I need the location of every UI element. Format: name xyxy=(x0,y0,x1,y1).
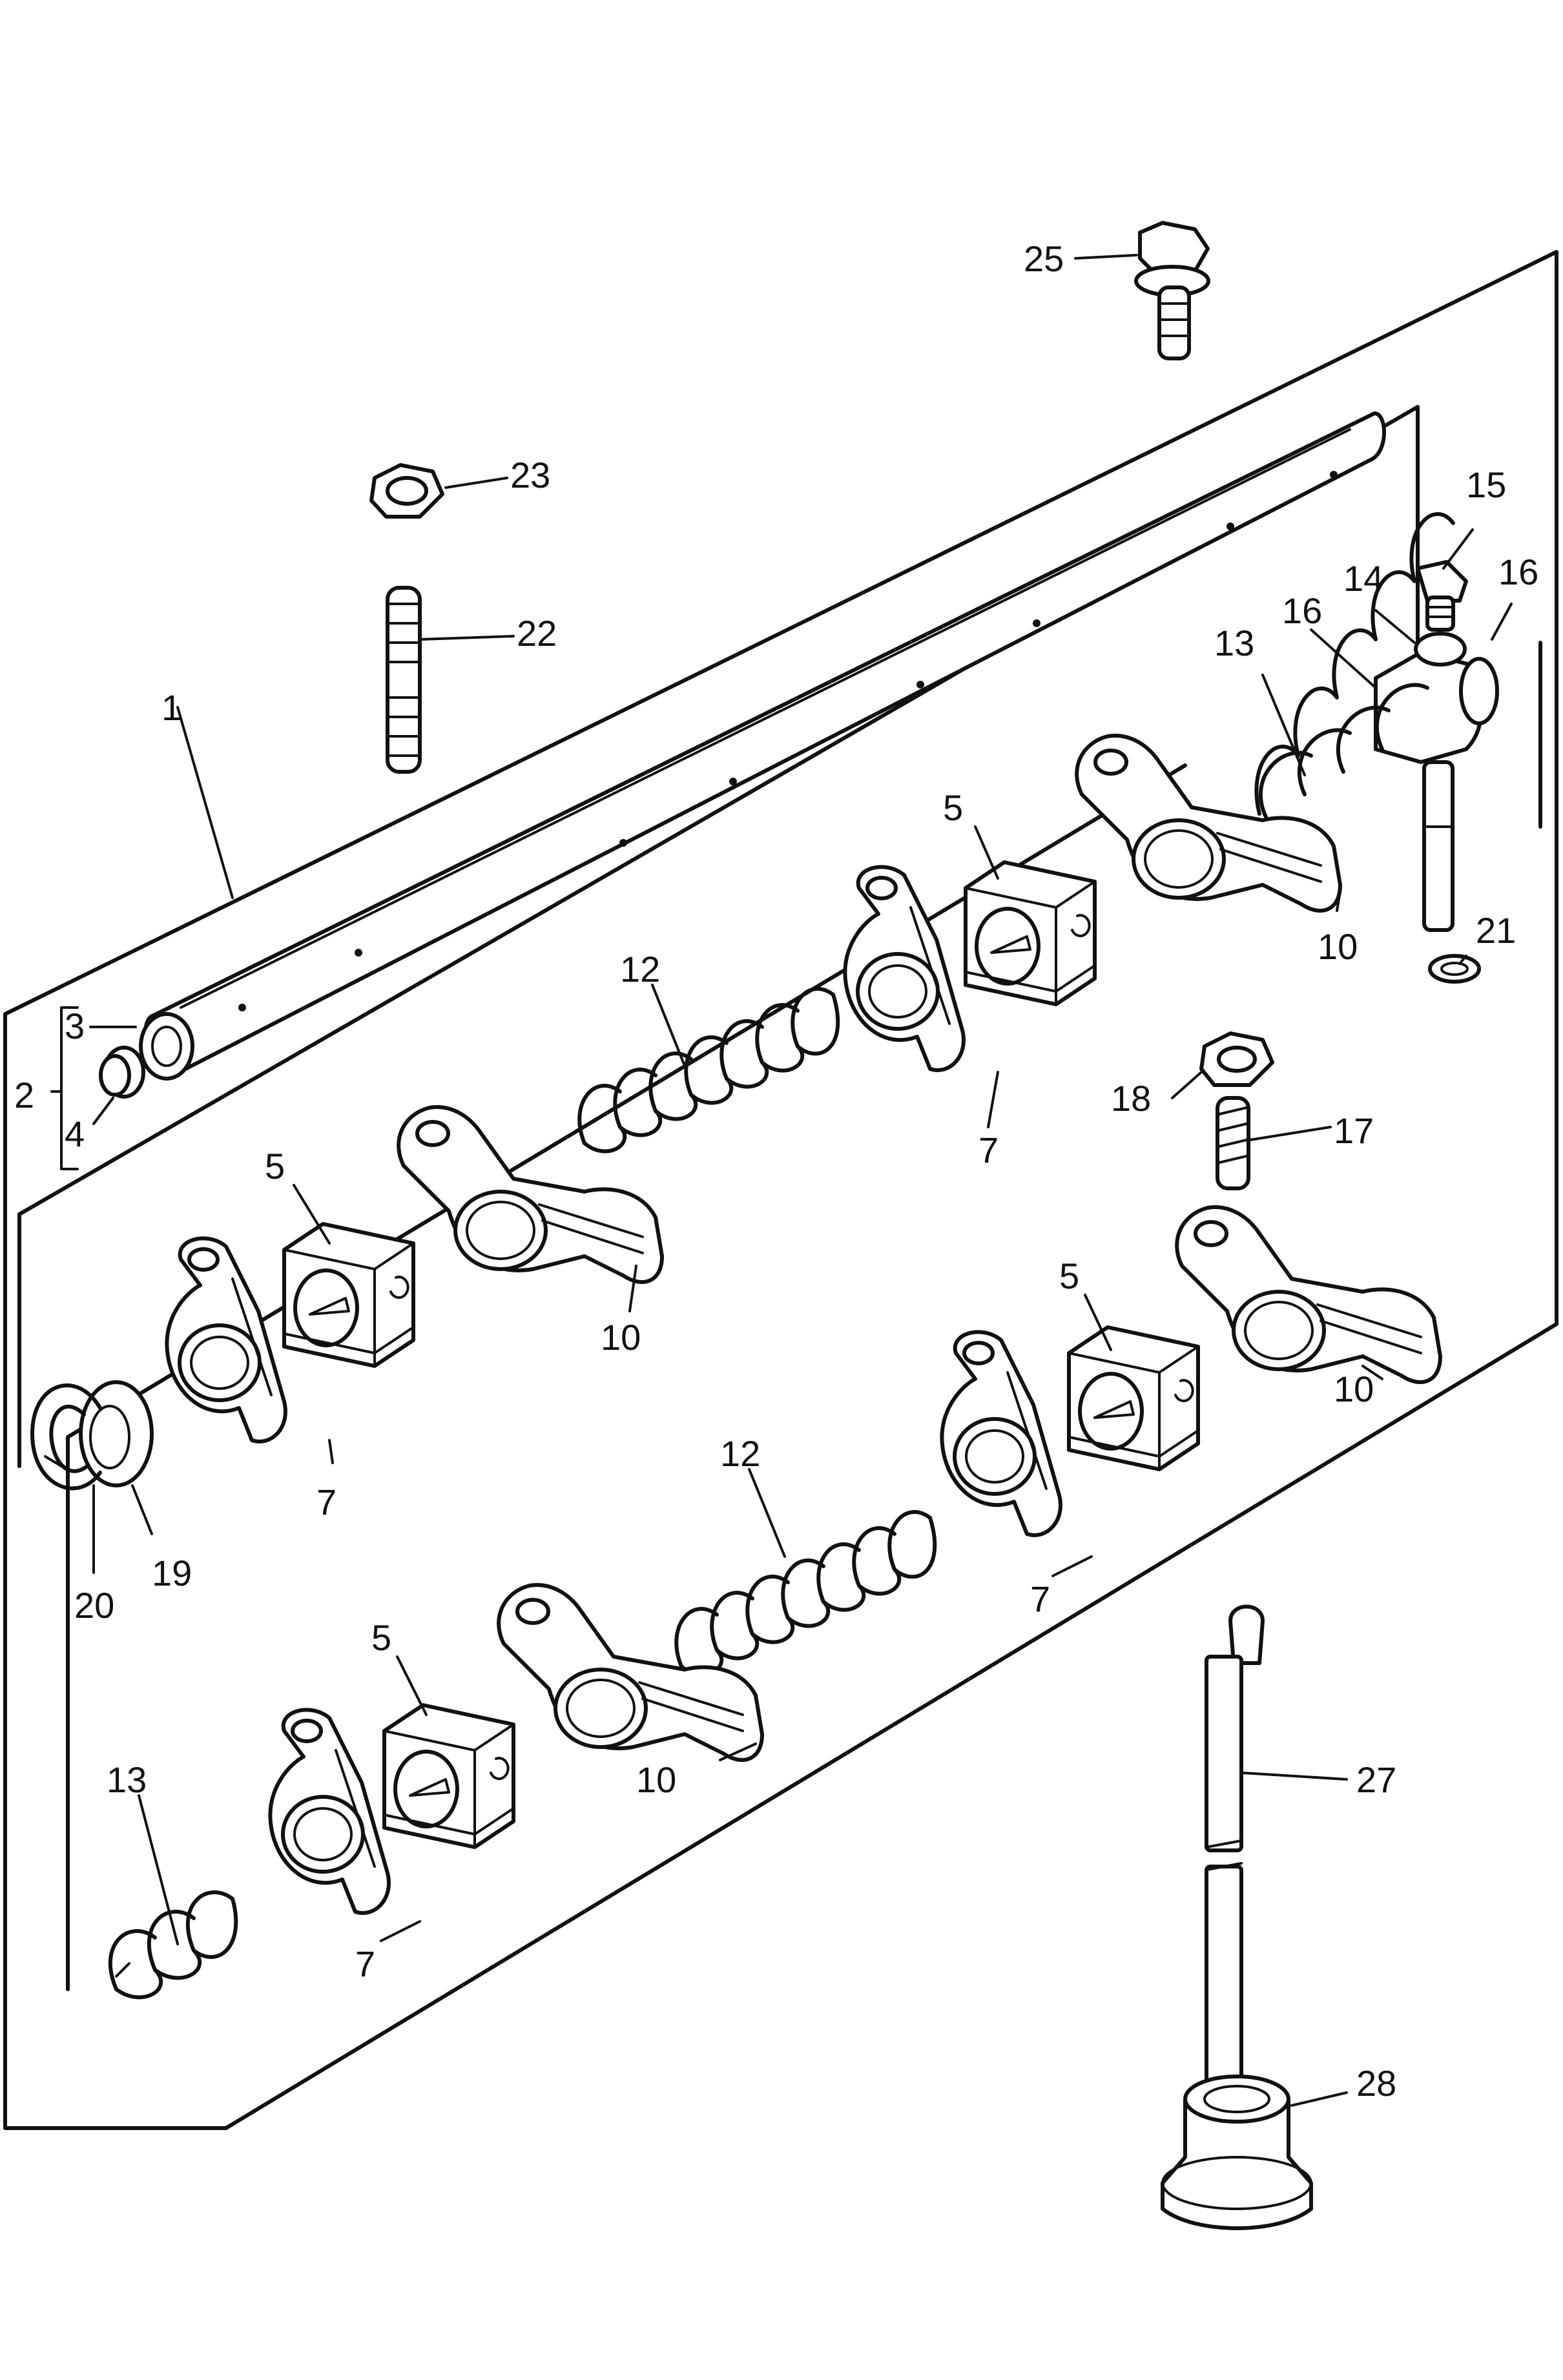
callout-17: 17 xyxy=(1334,1110,1374,1151)
support-block-5-a xyxy=(966,862,1095,1004)
callout-19: 19 xyxy=(152,1553,192,1593)
callout-5-a: 5 xyxy=(943,787,963,828)
adjusting-screw-17 xyxy=(1216,1096,1250,1190)
callout-12-b: 12 xyxy=(720,1433,760,1474)
callout-5-d: 5 xyxy=(371,1617,391,1658)
callout-10-b: 10 xyxy=(601,1317,641,1358)
rocker-shaft xyxy=(139,411,1386,1081)
end-bracket xyxy=(1374,560,1499,984)
clip-20 xyxy=(30,1383,102,1491)
rocker-arm-7-a xyxy=(845,867,964,1070)
rocker-arm-7-d xyxy=(270,1710,389,1913)
callout-5-c: 5 xyxy=(1059,1256,1079,1296)
callout-27: 27 xyxy=(1356,1759,1396,1800)
support-block-5-d xyxy=(384,1705,513,1847)
leader-lines xyxy=(50,254,1513,2107)
callout-2: 2 xyxy=(14,1075,34,1115)
callout-18: 18 xyxy=(1111,1078,1151,1119)
support-block-5-c xyxy=(1069,1327,1198,1469)
spring-13-lower xyxy=(108,1890,238,2000)
callout-3: 3 xyxy=(65,1006,85,1046)
callout-25: 25 xyxy=(1024,238,1064,279)
rocker-arm-10-d xyxy=(499,1585,762,1760)
stud-22 xyxy=(386,586,422,774)
callout-7-c: 7 xyxy=(1030,1578,1050,1619)
support-block-5-b xyxy=(284,1224,413,1366)
tappet-28 xyxy=(1161,2075,1313,2230)
frame-outline xyxy=(3,250,1558,2130)
callout-13-b: 13 xyxy=(107,1759,147,1800)
spring-12-upper xyxy=(577,987,840,1154)
shaft-plug xyxy=(99,1046,145,1099)
nut-18 xyxy=(1199,1031,1274,1087)
rocker-arm-7-c xyxy=(942,1332,1061,1535)
callout-16-b: 16 xyxy=(1498,552,1538,592)
callout-21: 21 xyxy=(1476,910,1516,951)
callout-16-a: 16 xyxy=(1282,590,1322,631)
callout-23: 23 xyxy=(510,455,550,495)
callout-7-a: 7 xyxy=(978,1130,999,1170)
callout-1: 1 xyxy=(161,687,181,728)
nut-23 xyxy=(369,463,444,519)
rocker-arm-10-c xyxy=(1177,1207,1440,1382)
callout-13-a: 13 xyxy=(1214,623,1254,663)
callout-7-b: 7 xyxy=(316,1482,336,1522)
push-rod-27 xyxy=(1199,1604,1265,2157)
callout-10-a: 10 xyxy=(1318,926,1358,967)
callout-28: 28 xyxy=(1356,2063,1396,2104)
rocker-arm-7-b xyxy=(167,1238,285,1442)
spring-12-lower xyxy=(674,1510,937,1677)
callout-7-d: 7 xyxy=(355,1943,375,1984)
spring-13-upper xyxy=(1254,512,1455,819)
callout-labels: 1 2 3 4 5 5 5 5 7 7 7 7 10 10 10 10 12 1… xyxy=(14,238,1538,2104)
callout-12-a: 12 xyxy=(620,949,660,989)
callout-14: 14 xyxy=(1343,558,1383,599)
callout-10-c: 10 xyxy=(1334,1369,1374,1409)
callout-15: 15 xyxy=(1466,464,1506,505)
callout-4: 4 xyxy=(65,1113,85,1154)
callout-5-b: 5 xyxy=(265,1146,285,1186)
callout-22: 22 xyxy=(517,613,557,654)
bolt-25 xyxy=(1134,221,1210,360)
callout-10-d: 10 xyxy=(636,1759,676,1800)
callout-20: 20 xyxy=(74,1585,114,1626)
